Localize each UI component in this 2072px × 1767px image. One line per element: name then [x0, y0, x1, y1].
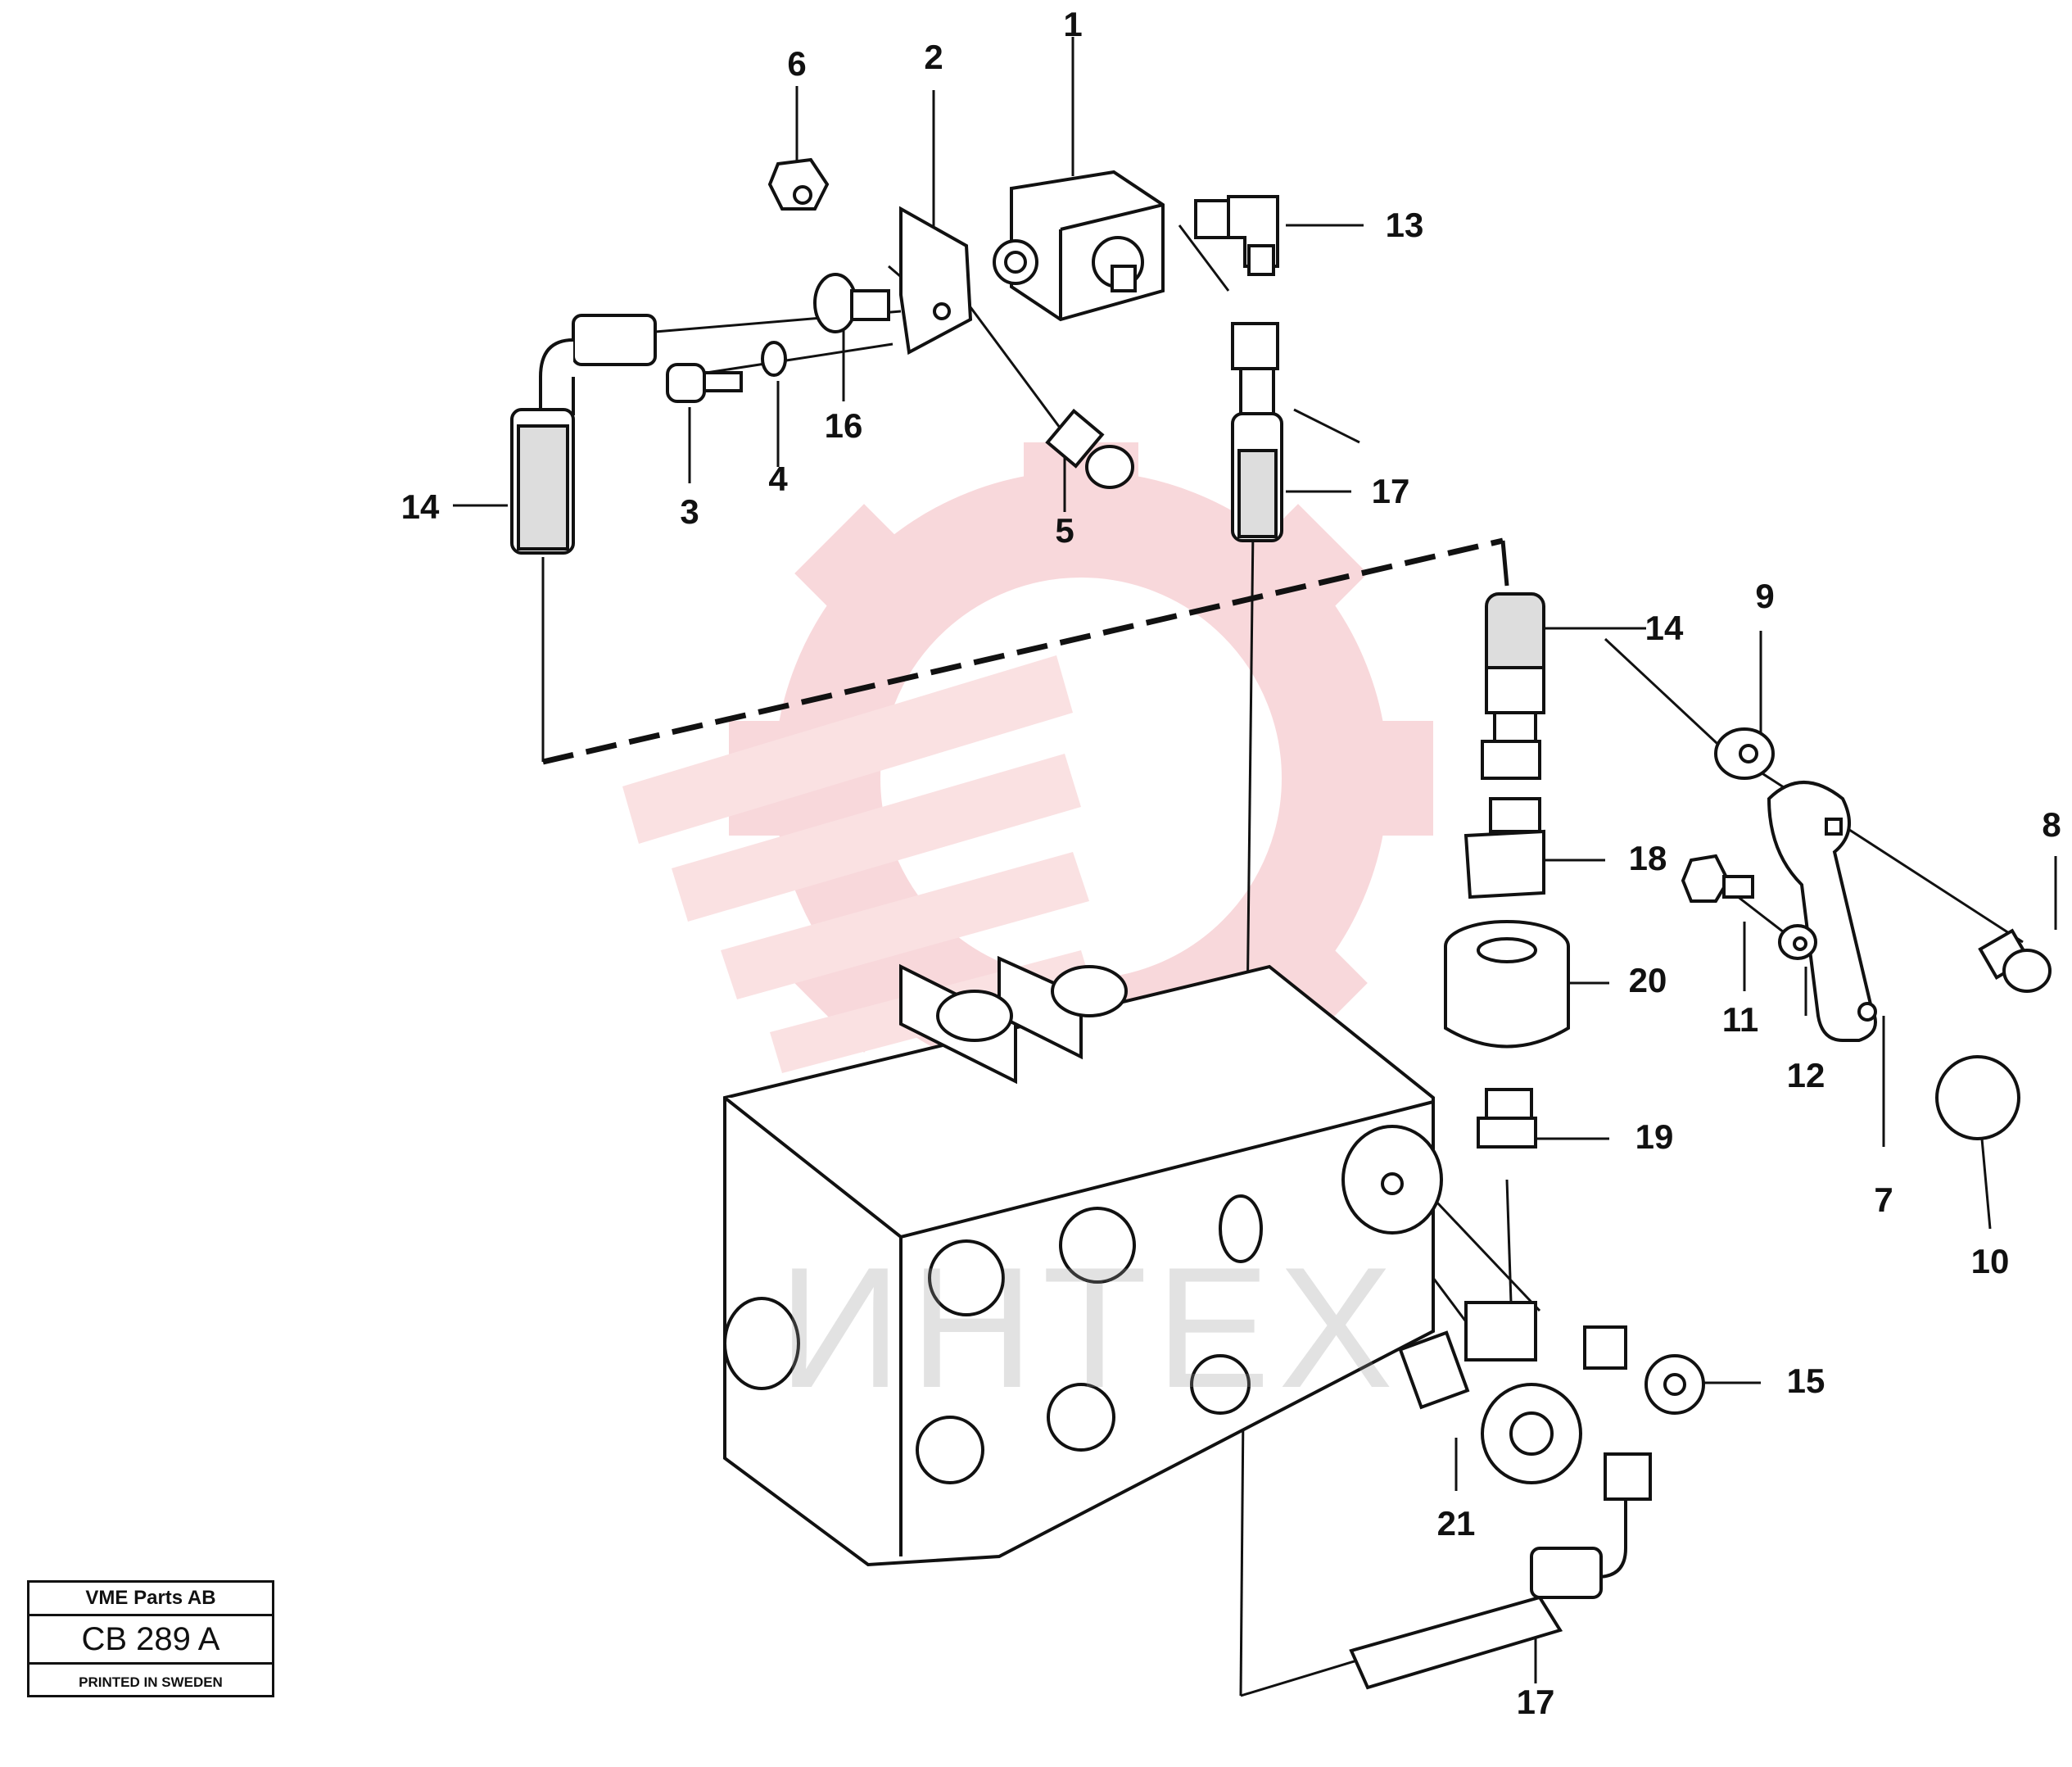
screw-part-11 — [1681, 854, 1754, 903]
bracket-part-2 — [899, 206, 973, 356]
knob-part-10 — [1935, 1055, 2020, 1140]
dashed-hose-line — [542, 537, 1504, 765]
washer-part-9 — [1714, 727, 1775, 780]
label-part-17-top: 17 — [1371, 472, 1410, 510]
stamp-code: CB 289 A — [81, 1621, 220, 1657]
label-part-6: 6 — [787, 44, 807, 83]
elbow-fitting-part-15 — [1583, 1325, 1705, 1415]
fitting-part-16 — [813, 273, 890, 333]
tee-fitting-part-21 — [1398, 1301, 1582, 1484]
label-part-2: 2 — [924, 38, 943, 76]
label-part-19: 19 — [1635, 1117, 1674, 1156]
label-part-8: 8 — [2042, 805, 2061, 844]
label-part-21: 21 — [1436, 1504, 1476, 1543]
hose-part-17-top — [1231, 322, 1283, 542]
screw-part-8 — [1978, 928, 2052, 993]
label-part-17-bottom: 17 — [1516, 1683, 1555, 1721]
label-part-4: 4 — [768, 460, 788, 498]
nut-part-20 — [1444, 920, 1570, 1049]
hose-part-17-bottom — [1349, 1452, 1652, 1690]
label-part-5: 5 — [1055, 511, 1074, 550]
nipple-part-18 — [1464, 797, 1545, 899]
label-part-15: 15 — [1786, 1361, 1825, 1400]
label-part-18: 18 — [1628, 839, 1667, 877]
label-part-14-right: 14 — [1644, 609, 1684, 647]
title-stamp: VME Parts AB CB 289 A PRINTED IN SWEDEN — [27, 1580, 274, 1697]
hose-part-14-left — [510, 314, 657, 555]
lever-part-7 — [1767, 781, 1877, 1042]
washer-part-12 — [1778, 924, 1817, 960]
screw-part-3 — [666, 363, 743, 403]
stamp-company: VME Parts AB — [29, 1583, 272, 1616]
label-part-3: 3 — [680, 492, 699, 531]
label-part-12: 12 — [1786, 1056, 1825, 1094]
label-part-16: 16 — [824, 406, 863, 445]
label-part-10: 10 — [1970, 1242, 2010, 1280]
main-valve-block — [723, 955, 1443, 1567]
label-part-9: 9 — [1755, 577, 1775, 615]
label-part-1: 1 — [1063, 5, 1083, 43]
stamp-printed: PRINTED IN SWEDEN — [29, 1662, 272, 1700]
elbow-fitting-part-13 — [1194, 195, 1279, 276]
label-part-13: 13 — [1385, 206, 1424, 244]
nipple-part-19 — [1477, 1088, 1537, 1149]
label-part-20: 20 — [1628, 961, 1667, 999]
intex-watermark: ИНТЕХ — [778, 1231, 1402, 1424]
hose-part-14-right — [1481, 592, 1545, 780]
valve-block-part-1 — [993, 170, 1165, 322]
label-part-7: 7 — [1874, 1180, 1893, 1219]
label-part-14-left: 14 — [400, 487, 440, 526]
screw-part-5 — [1045, 408, 1134, 489]
label-part-11: 11 — [1721, 1000, 1759, 1039]
nut-part-6 — [767, 157, 830, 211]
washer-part-4 — [761, 341, 787, 377]
